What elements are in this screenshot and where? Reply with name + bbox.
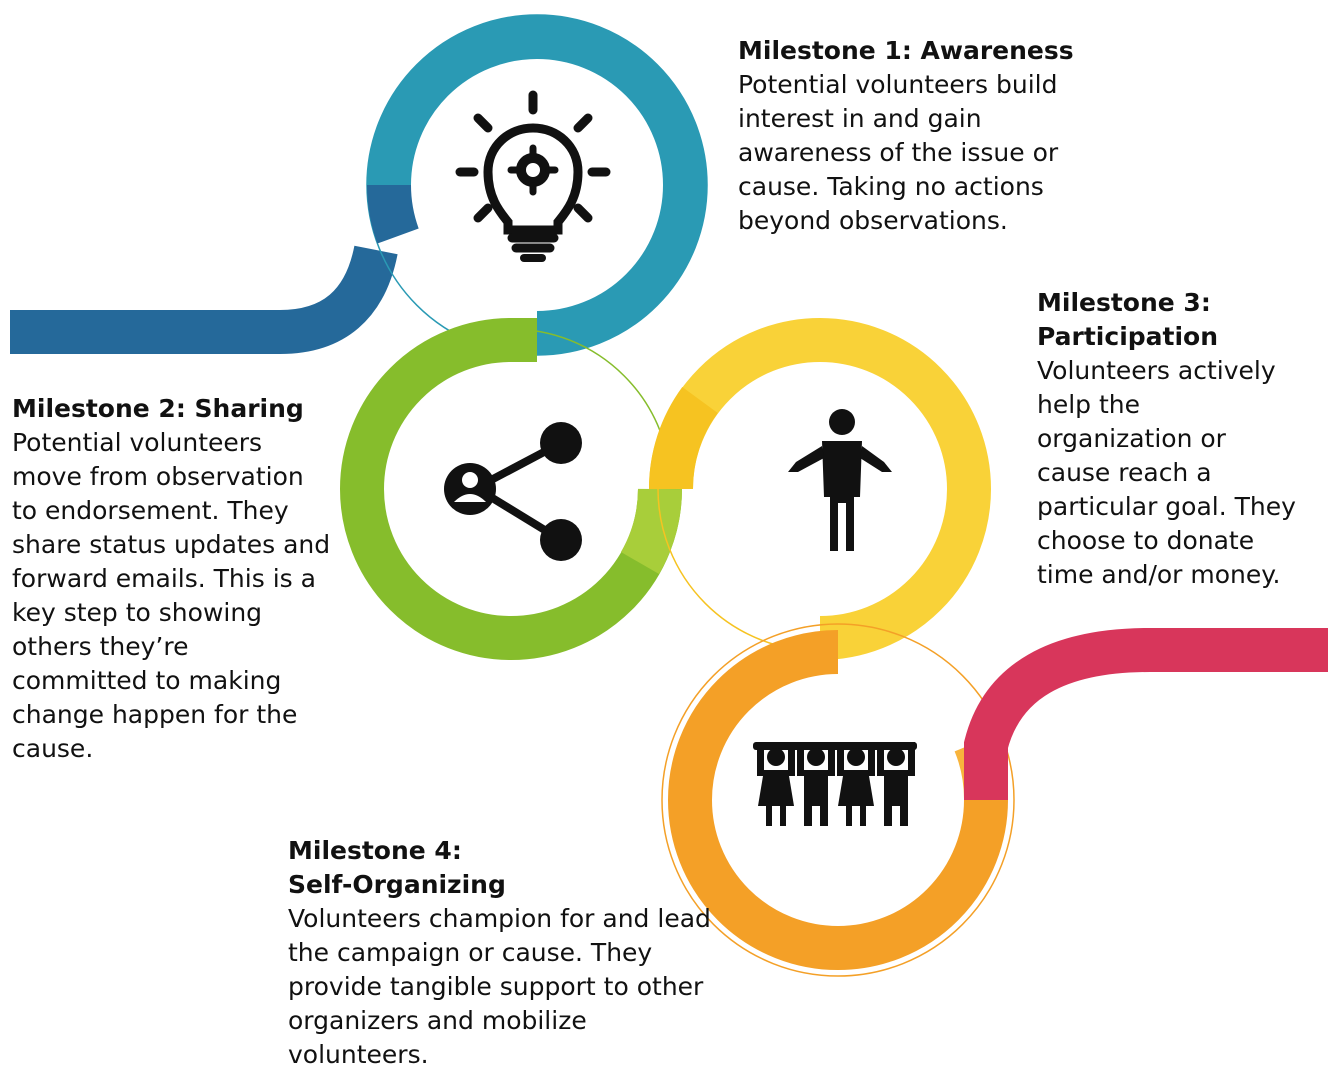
milestone-3-title: Milestone 3: Participation: [1037, 288, 1219, 351]
milestone-3-block: Milestone 3: Participation Volunteers ac…: [1037, 286, 1296, 592]
ring-sharing: [340, 318, 682, 660]
milestone-1-description: Potential volunteers build interest in a…: [738, 70, 1059, 235]
milestone-3-description: Volunteers actively help the organizatio…: [1037, 356, 1296, 589]
exit-path: [964, 628, 1328, 800]
milestone-4-description: Volunteers champion for and lead the cam…: [288, 904, 711, 1069]
ring-participation: [648, 318, 991, 660]
milestone-1-block: Milestone 1: Awareness Potential volunte…: [738, 34, 1074, 238]
group-raised-arms-icon: [753, 742, 917, 826]
milestone-1-title: Milestone 1: Awareness: [738, 36, 1074, 65]
ring-self-organizing: [661, 623, 1015, 977]
milestone-2-title: Milestone 2: Sharing: [12, 394, 304, 423]
milestone-2-description: Potential volunteers move from observati…: [12, 428, 331, 763]
milestone-2-block: Milestone 2: Sharing Potential volunteer…: [12, 392, 330, 766]
person-standing-icon: [788, 409, 892, 551]
share-network-icon: [444, 422, 582, 561]
milestone-4-title: Milestone 4: Self-Organizing: [288, 836, 506, 899]
lightbulb-gear-icon: [455, 90, 611, 262]
entry-path: [10, 245, 398, 354]
milestone-4-block: Milestone 4: Self-Organizing Volunteers …: [288, 834, 711, 1072]
